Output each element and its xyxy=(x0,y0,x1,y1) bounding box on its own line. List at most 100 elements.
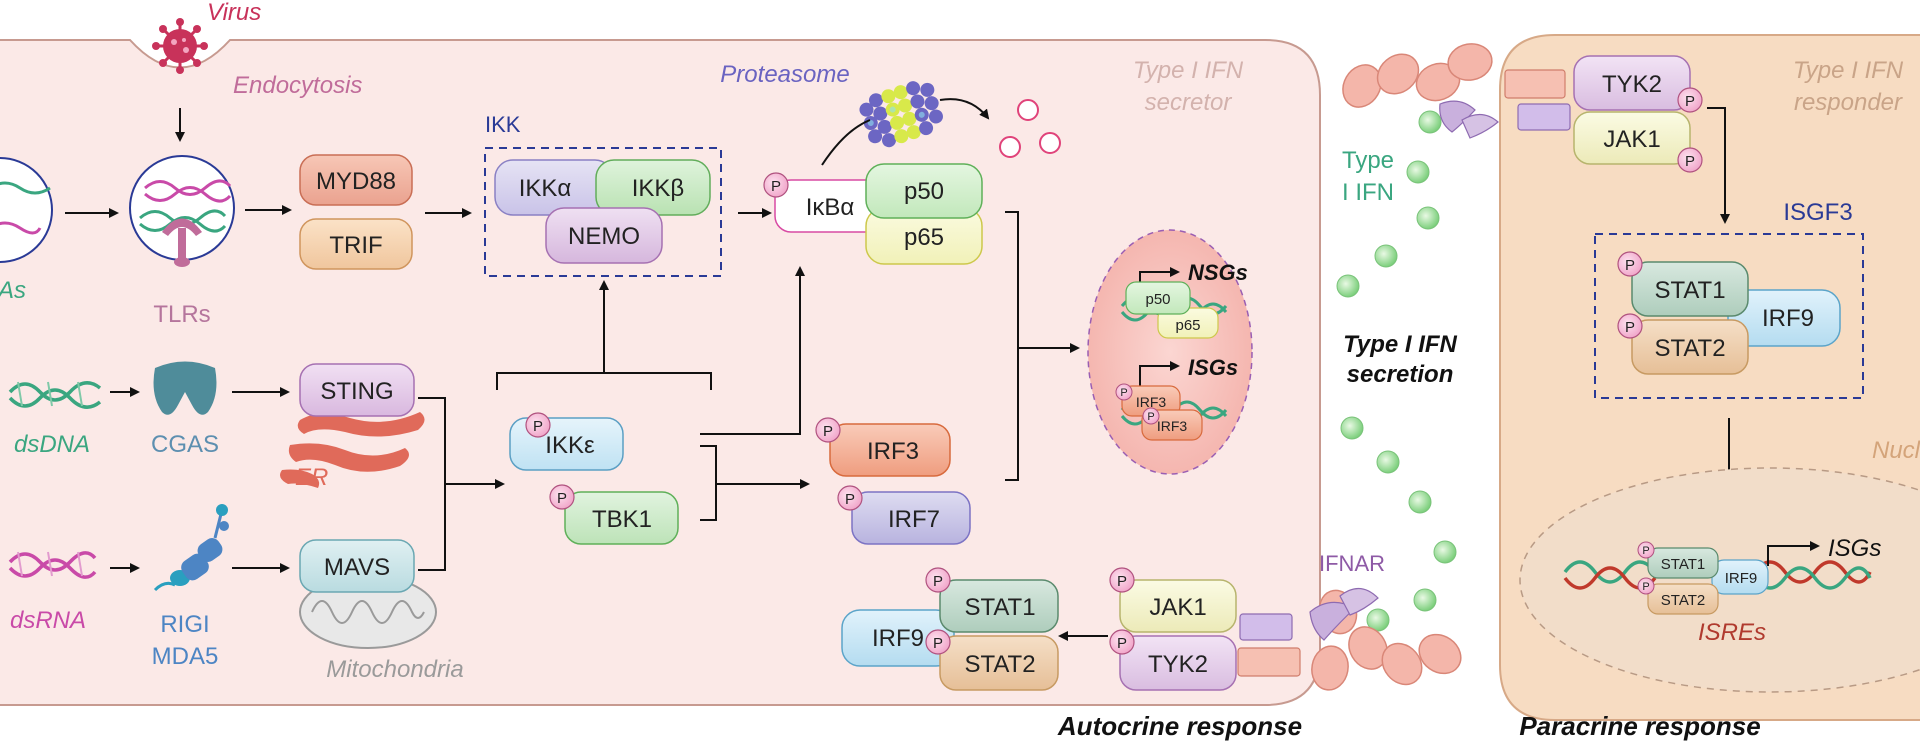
secretor-label-line2: secretor xyxy=(1145,89,1233,116)
nucleus-irf3b-label: IRF3 xyxy=(1157,418,1188,434)
trif-box xyxy=(299,218,413,270)
ifnar-autocrine-icon xyxy=(1309,587,1462,691)
tlrs-label: TLRs xyxy=(153,301,210,328)
dna-stat1-phospho-label: P xyxy=(1642,545,1649,557)
tbk1-phospho-label: P xyxy=(557,490,567,507)
autocrine-stat2-phospho-badge xyxy=(925,629,951,655)
isres-label: ISREs xyxy=(1698,619,1766,646)
irf3-label: IRF3 xyxy=(867,438,919,465)
proteasome-label: Proteasome xyxy=(720,61,849,88)
irf7-phospho-label: P xyxy=(845,491,855,508)
autocrine-tyk2-box xyxy=(1119,635,1237,691)
tlr-ligand-partial-label: As xyxy=(0,277,26,304)
paracrine-tyk2-phospho-label: P xyxy=(1685,93,1695,110)
ikba-label: IκBα xyxy=(806,194,855,221)
p50-box xyxy=(865,163,983,219)
p65-label: p65 xyxy=(904,224,944,251)
autocrine-tyk2-phospho-badge xyxy=(1109,629,1135,655)
er-icon xyxy=(280,412,425,488)
proteasome-icon xyxy=(859,81,943,148)
nemo-box xyxy=(545,207,663,264)
virus-label: Virus xyxy=(207,0,261,26)
isgs-paracrine-promoter-arrow xyxy=(1767,541,1820,566)
dna-irf9-label: IRF9 xyxy=(1725,570,1758,587)
connector-ikke-ikba xyxy=(700,266,805,435)
paracrine-jak1-label: JAK1 xyxy=(1603,126,1660,153)
isgf3-stat1-phospho-label: P xyxy=(1625,257,1635,274)
dna-stat2-box xyxy=(1647,583,1719,615)
tlr-endosome-icon xyxy=(129,155,235,267)
autocrine-stat2-label: STAT2 xyxy=(964,651,1035,678)
mda5-label: MDA5 xyxy=(152,643,219,670)
endosome-partial-icon xyxy=(0,157,53,263)
type1ifn-label-line2: I IFN xyxy=(1342,179,1394,206)
isgf3-stat1-label: STAT1 xyxy=(1654,277,1725,304)
irf7-label: IRF7 xyxy=(888,506,940,533)
ikke-label: IKKε xyxy=(545,432,595,459)
isgf3-stat1-box xyxy=(1631,261,1749,317)
autocrine-response-label: Autocrine response xyxy=(1057,711,1302,741)
dna-stat2-label: STAT2 xyxy=(1661,592,1705,609)
myd88-label: MYD88 xyxy=(316,168,396,195)
isgf3-stat2-box xyxy=(1631,319,1749,375)
irf3-phospho-badge xyxy=(815,417,841,443)
isgf3-irf9-box xyxy=(1727,289,1841,347)
paracrine-response-label: Paracrine response xyxy=(1519,711,1760,741)
cgas-icon xyxy=(153,361,217,415)
sting-label: STING xyxy=(320,378,393,405)
ifn-molecules-icon xyxy=(1336,110,1457,632)
dna-stat2-phospho-badge xyxy=(1637,577,1655,595)
arrow-jak-isgf3 xyxy=(1707,107,1730,224)
trif-label: TRIF xyxy=(329,232,382,259)
mavs-label: MAVS xyxy=(324,554,390,581)
sting-box xyxy=(299,363,415,417)
isgf3-complex-box xyxy=(1594,233,1864,399)
ifnar-label: IFNAR xyxy=(1319,551,1385,576)
secretor-label-line1: Type I IFN xyxy=(1133,57,1244,84)
mavs-box xyxy=(299,539,415,593)
ifnar-paracrine-icon xyxy=(1342,43,1499,139)
peptide-fragments-icon xyxy=(999,99,1061,158)
mitochondria-label: Mitochondria xyxy=(326,656,463,683)
tbk1-phospho-badge xyxy=(549,484,575,510)
autocrine-jak1-label: JAK1 xyxy=(1149,594,1206,621)
ikke-phospho-badge xyxy=(525,412,551,438)
autocrine-jak1-box xyxy=(1119,579,1237,633)
isgf3-stat1-phospho-badge xyxy=(1617,251,1643,277)
autocrine-stat2-phospho-label: P xyxy=(933,635,943,652)
autocrine-stat1-phospho-badge xyxy=(925,567,951,593)
autocrine-stat2-box xyxy=(939,635,1059,691)
irf3-box xyxy=(829,423,951,477)
autocrine-tyk-linker xyxy=(1237,647,1301,677)
irf3-phospho-label: P xyxy=(823,423,833,440)
isgf3-stat2-label: STAT2 xyxy=(1654,335,1725,362)
nucleus-p50-box xyxy=(1125,281,1191,315)
autocrine-jak-linker xyxy=(1239,613,1293,641)
autocrine-stat1-box xyxy=(939,579,1059,633)
dna-stat1-label: STAT1 xyxy=(1661,556,1705,573)
dsrna-icon xyxy=(8,551,97,579)
endocytosis-label: Endocytosis xyxy=(233,72,362,99)
nucleus-irf3b-phospho-badge xyxy=(1142,407,1160,425)
tbk1-box xyxy=(564,491,679,545)
rigi-label: RIGI xyxy=(160,611,209,638)
nucleus-irf3a-phospho-badge xyxy=(1115,383,1133,401)
responder-label-line1: Type I IFN xyxy=(1793,57,1904,84)
myd88-box xyxy=(299,154,413,206)
paracrine-tyk2-box xyxy=(1573,55,1691,111)
ikba-phospho-label: P xyxy=(771,178,781,195)
paracrine-isgs-label: ISGs xyxy=(1828,535,1881,562)
dna-stat2-phospho-label: P xyxy=(1642,581,1649,593)
connector-nfkb-nucleus xyxy=(1005,211,1019,481)
ikk-title: IKK xyxy=(485,112,521,137)
nucleus-isgs-label: ISGs xyxy=(1188,355,1238,380)
paracrine-jak1-phospho-label: P xyxy=(1685,153,1695,170)
dna-stat1-phospho-badge xyxy=(1637,541,1655,559)
secretion-label-line1: Type I IFN xyxy=(1343,331,1457,358)
nemo-label: NEMO xyxy=(568,223,640,250)
irf7-phospho-badge xyxy=(837,485,863,511)
dsdna-label: dsDNA xyxy=(14,431,90,458)
nucleus-irf3b-phospho-label: P xyxy=(1147,411,1154,423)
rigi-mda5-icon xyxy=(153,504,229,592)
